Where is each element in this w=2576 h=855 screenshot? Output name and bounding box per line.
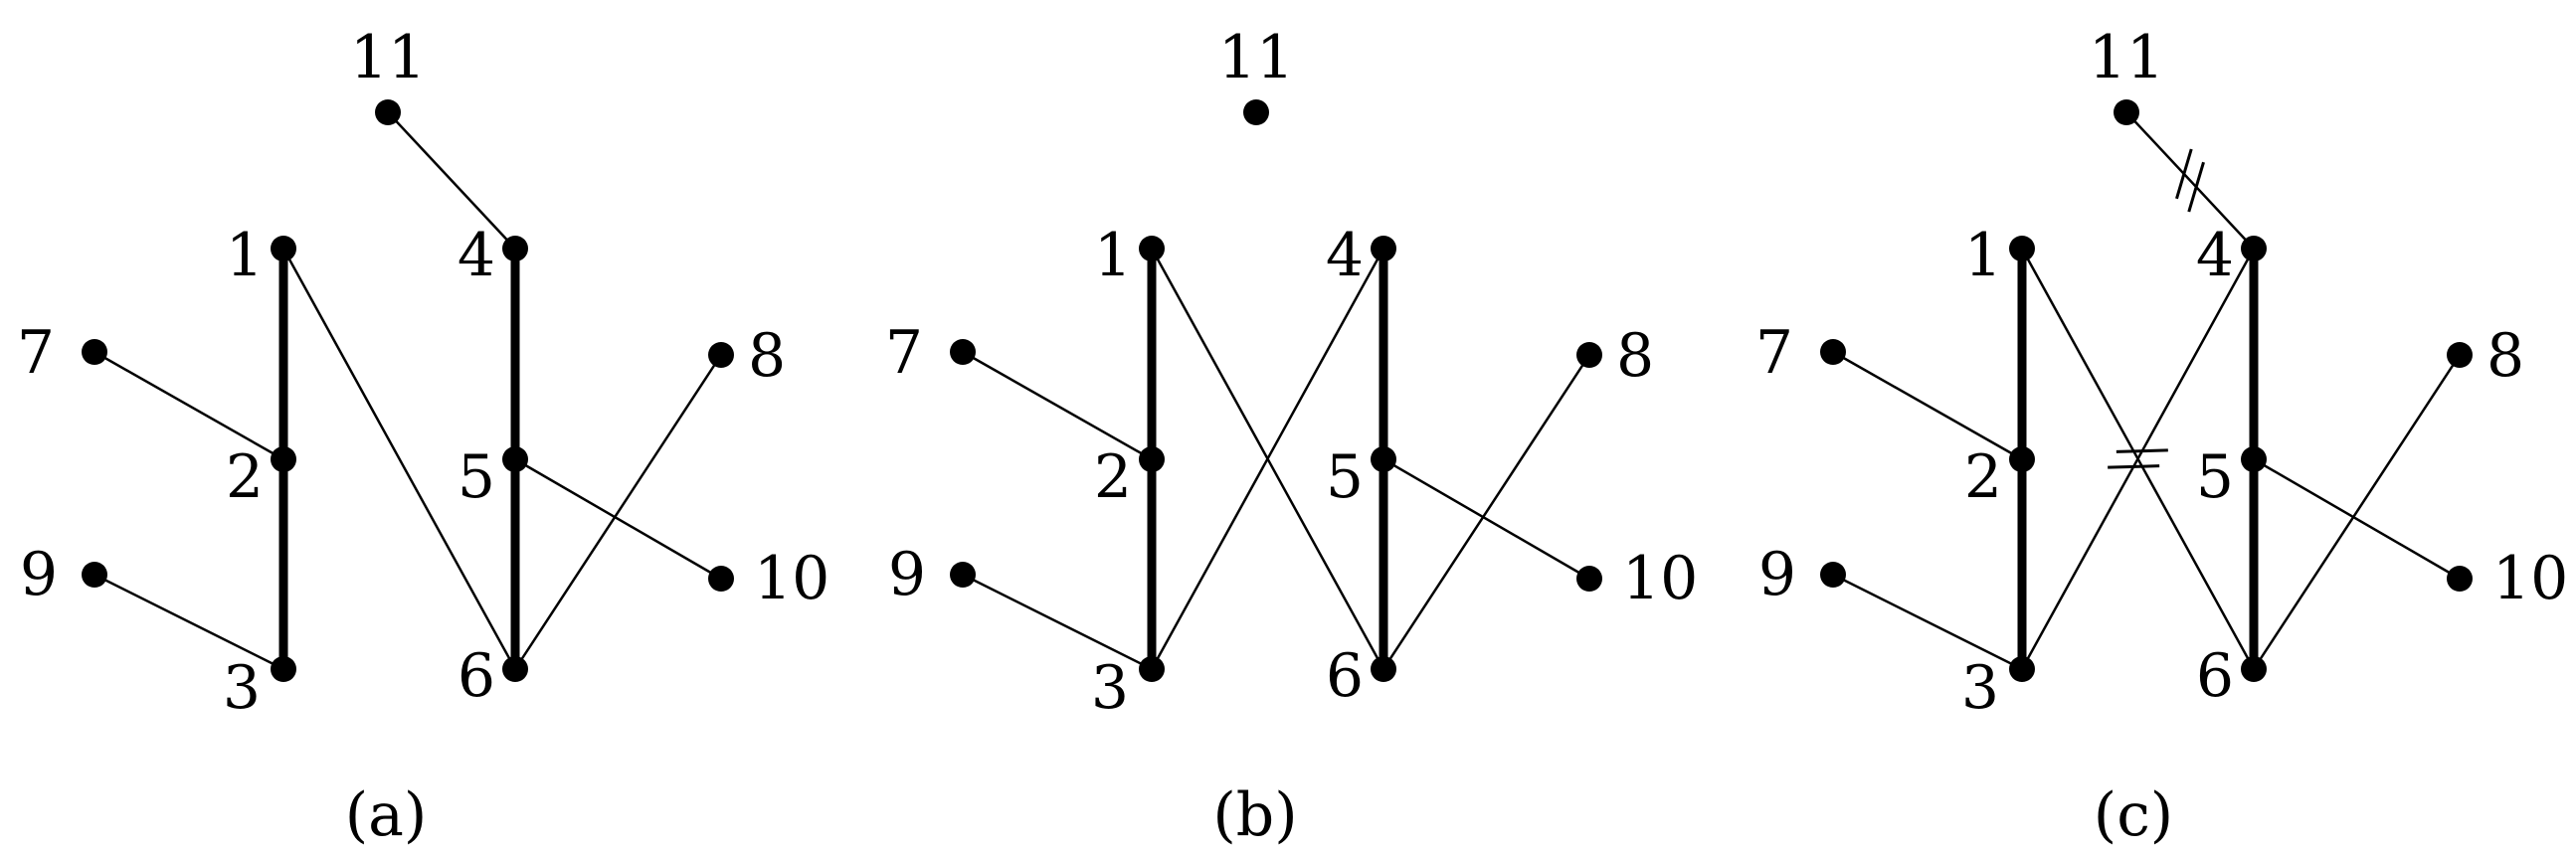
node-8: [708, 342, 734, 368]
node-label-11: 11: [2089, 23, 2164, 92]
panel-a: 1 2 3 4 5 6 7 8 9 10 11 (a): [17, 23, 830, 850]
node-label-2: 2: [1964, 442, 2002, 512]
node-label-11: 11: [350, 23, 426, 92]
node-label-2: 2: [226, 442, 264, 512]
node-label-11: 11: [1218, 23, 1294, 92]
node-label-6: 6: [2196, 641, 2234, 711]
node-label-8: 8: [748, 321, 786, 391]
node-4: [1371, 236, 1396, 261]
node-10: [1576, 566, 1602, 592]
edge-3-4: [2020, 247, 2256, 671]
node-5: [1371, 446, 1396, 472]
node-label-9: 9: [1758, 540, 1796, 609]
panel-b: 1 2 3 4 5 6 7 8 9 10 11 (b): [885, 23, 1699, 850]
node-1: [271, 236, 296, 261]
edge-9-3: [961, 573, 1154, 671]
node-11: [2114, 99, 2139, 125]
node-1: [1139, 236, 1165, 261]
node-label-3: 3: [1961, 653, 1999, 723]
node-3: [271, 656, 296, 682]
cut-mark-11-4-1: [2175, 148, 2193, 200]
node-label-5: 5: [458, 442, 495, 512]
node-label-10: 10: [754, 544, 829, 613]
node-label-4: 4: [458, 221, 495, 290]
edge-9-3: [92, 573, 285, 671]
node-8: [2447, 342, 2473, 368]
edge-7-2: [92, 350, 285, 461]
node-label-4: 4: [2196, 221, 2234, 290]
node-label-10: 10: [2492, 544, 2568, 613]
node-5: [2241, 446, 2267, 472]
node-label-7: 7: [17, 318, 55, 388]
node-label-10: 10: [1622, 544, 1698, 613]
panel-caption: (b): [1212, 780, 1297, 850]
cut-mark-11-4-2: [2187, 161, 2205, 213]
node-label-1: 1: [226, 221, 264, 290]
node-3: [2009, 656, 2035, 682]
node-7: [950, 339, 976, 365]
node-label-4: 4: [1326, 221, 1364, 290]
node-label-2: 2: [1094, 442, 1132, 512]
edge-7-2: [961, 350, 1154, 461]
node-label-9: 9: [888, 540, 926, 609]
edge-5-10: [2252, 457, 2462, 581]
edge-8-6: [513, 353, 723, 671]
node-label-6: 6: [458, 641, 495, 711]
node-label-5: 5: [2196, 442, 2234, 512]
node-label-1: 1: [1964, 221, 2002, 290]
node-9: [82, 562, 107, 588]
node-label-6: 6: [1326, 641, 1364, 711]
node-7: [1820, 339, 1846, 365]
node-label-7: 7: [885, 318, 923, 388]
node-label-7: 7: [1755, 318, 1793, 388]
edge-1-6: [281, 247, 517, 671]
node-10: [2447, 566, 2473, 592]
node-6: [1371, 656, 1396, 682]
node-11: [375, 99, 401, 125]
node-2: [2009, 446, 2035, 472]
node-4: [2241, 236, 2267, 261]
node-label-1: 1: [1094, 221, 1132, 290]
node-6: [2241, 656, 2267, 682]
node-3: [1139, 656, 1165, 682]
node-8: [1576, 342, 1602, 368]
node-9: [1820, 562, 1846, 588]
edge-5-10: [1381, 457, 1591, 581]
node-label-9: 9: [20, 540, 58, 609]
edge-8-6: [1381, 353, 1591, 671]
edge-3-4: [1150, 247, 1385, 671]
node-7: [82, 339, 107, 365]
edge-5-10: [513, 457, 723, 581]
panel-c: 1 2 3 4 5 6 7 8 9 10 11 (c): [1755, 23, 2569, 850]
node-label-3: 3: [1091, 653, 1129, 723]
node-label-3: 3: [223, 653, 261, 723]
edge-9-3: [1831, 573, 2024, 671]
node-5: [502, 446, 528, 472]
panel-caption: (a): [345, 780, 428, 850]
cut-mark-3-4-2: [2116, 448, 2168, 453]
node-label-8: 8: [2486, 321, 2524, 391]
node-4: [502, 236, 528, 261]
edge-11-4: [386, 110, 517, 251]
cut-mark-3-4-1: [2108, 464, 2160, 469]
node-1: [2009, 236, 2035, 261]
edge-11-4: [2124, 110, 2256, 251]
node-2: [1139, 446, 1165, 472]
edge-8-6: [2252, 353, 2462, 671]
panel-caption: (c): [2094, 780, 2173, 850]
node-2: [271, 446, 296, 472]
node-11: [1243, 99, 1269, 125]
node-10: [708, 566, 734, 592]
node-6: [502, 656, 528, 682]
edge-7-2: [1831, 350, 2024, 461]
node-9: [950, 562, 976, 588]
node-label-8: 8: [1616, 321, 1654, 391]
node-label-5: 5: [1326, 442, 1364, 512]
